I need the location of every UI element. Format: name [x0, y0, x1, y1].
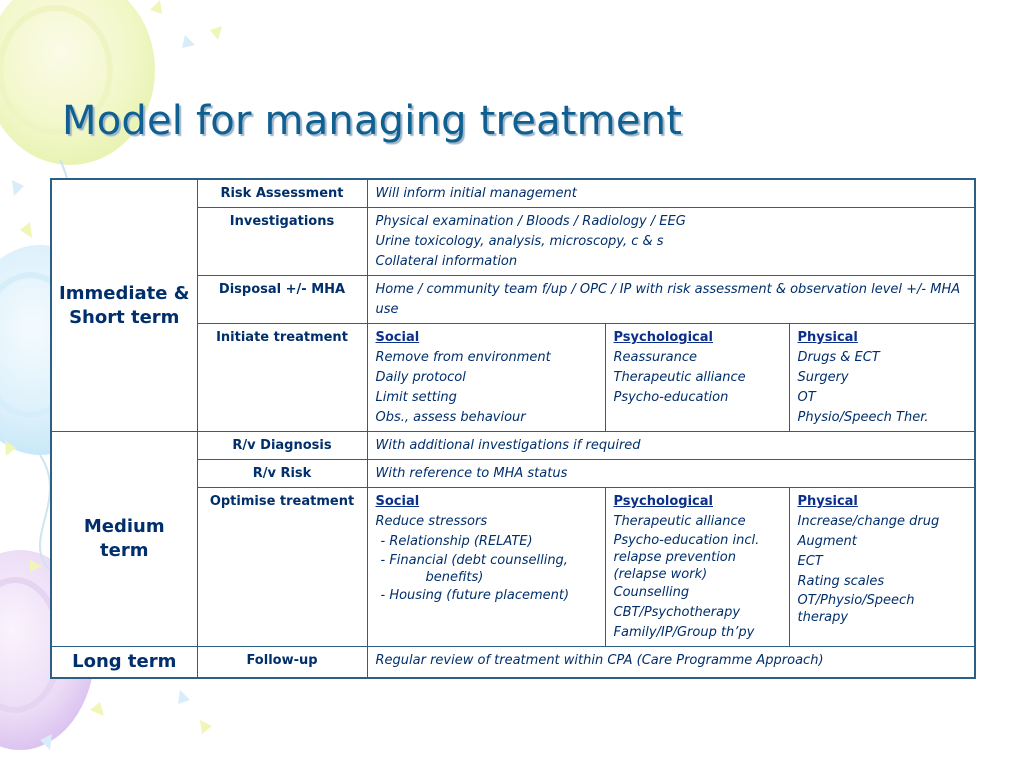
label-disposal: Disposal +/- MHA: [196, 275, 368, 324]
heading-psychological: Psychological: [613, 330, 714, 345]
list-item: Increase/change drug: [797, 514, 940, 529]
label-rv-risk: R/v Risk: [196, 459, 368, 488]
initiate-social-cell: Social Remove from environment Daily pro…: [366, 323, 606, 432]
list-item: Psycho-education incl. relapse preventio…: [613, 533, 760, 582]
list-item: Obs., assess behaviour: [375, 410, 526, 425]
list-item: Augment: [797, 534, 857, 549]
list-item: OT: [797, 390, 816, 405]
label-investigations: Investigations: [196, 207, 368, 276]
list-item: Limit setting: [375, 390, 457, 405]
label-optimise-treatment: Optimise treatment: [196, 487, 368, 647]
list-item: Daily protocol: [375, 370, 466, 385]
list-item: Reassurance: [613, 350, 697, 365]
initiate-psychological-cell: Psychological Reassurance Therapeutic al…: [604, 323, 790, 432]
table-row: R/v Risk With reference to MHA status: [51, 459, 976, 488]
label-rv-diagnosis: R/v Diagnosis: [196, 431, 368, 460]
list-item: Drugs & ECT: [797, 350, 880, 365]
term-medium: Medium term: [50, 431, 198, 647]
list-item: Surgery: [797, 370, 849, 385]
balloon-string: [39, 454, 51, 571]
initiate-physical-cell: Physical Drugs & ECT Surgery OT Physio/S…: [788, 323, 976, 432]
optimise-psychological-cell: Psychological Therapeutic alliance Psych…: [604, 487, 790, 647]
term-immediate-short: Immediate & Short term: [50, 178, 198, 432]
desc-rv-risk: With reference to MHA status: [366, 459, 976, 488]
desc-rv-diagnosis: With additional investigations if requir…: [366, 431, 976, 460]
heading-physical: Physical: [797, 494, 858, 509]
list-item: OT/Physio/Speech therapy: [797, 593, 915, 625]
list-item: Family/IP/Group th’py: [613, 625, 755, 640]
desc-follow-up: Regular review of treatment within CPA (…: [366, 646, 976, 679]
table-row: Optimise treatment Social Reduce stresso…: [51, 487, 976, 647]
heading-psychological: Psychological: [613, 494, 714, 509]
list-item: Physio/Speech Ther.: [797, 410, 929, 425]
desc-risk-assessment: Will inform initial management: [366, 178, 976, 208]
table-row: Investigations Physical examination / Bl…: [51, 207, 976, 276]
page-title: Model for managing treatment: [62, 98, 683, 144]
list-item: Counselling: [613, 585, 690, 600]
list-item: Therapeutic alliance: [613, 370, 746, 385]
list-item: Reduce stressors: [375, 514, 488, 529]
desc-disposal: Home / community team f/up / OPC / IP wi…: [366, 275, 976, 324]
list-item: Psycho-education: [613, 390, 729, 405]
optimise-physical-cell: Physical Increase/change drug Augment EC…: [788, 487, 976, 647]
label-initiate-treatment: Initiate treatment: [196, 323, 368, 432]
table-row: Long term Follow-up Regular review of tr…: [50, 646, 976, 679]
treatment-model-table: Immediate & Short term Risk Assessment W…: [50, 178, 976, 679]
list-item: Urine toxicology, analysis, microscopy, …: [375, 234, 664, 249]
label-follow-up: Follow-up: [196, 646, 368, 679]
list-item: Collateral information: [375, 254, 518, 269]
list-item: ECT: [797, 554, 823, 569]
list-item: - Financial (debt counselling,: [380, 553, 568, 568]
list-item: benefits): [425, 570, 484, 585]
desc-investigations: Physical examination / Bloods / Radiolog…: [366, 207, 976, 276]
list-item: CBT/Psychotherapy: [613, 605, 741, 620]
table-row: Medium term R/v Diagnosis With additiona…: [50, 431, 976, 647]
heading-social: Social: [375, 330, 420, 345]
table-row: Immediate & Short term Risk Assessment W…: [50, 178, 976, 432]
list-item: - Relationship (RELATE): [380, 534, 533, 549]
list-item: Rating scales: [797, 574, 885, 589]
term-long: Long term: [50, 646, 198, 679]
list-item: Therapeutic alliance: [613, 514, 746, 529]
heading-physical: Physical: [797, 330, 858, 345]
list-item: - Housing (future placement): [380, 588, 570, 603]
heading-social: Social: [375, 494, 420, 509]
label-risk-assessment: Risk Assessment: [196, 178, 368, 208]
optimise-social-cell: Social Reduce stressors - Relationship (…: [366, 487, 606, 647]
list-item: Physical examination / Bloods / Radiolog…: [375, 214, 686, 229]
table-row: Initiate treatment Social Remove from en…: [51, 323, 976, 432]
list-item: Remove from environment: [375, 350, 551, 365]
yellow-balloon-top: [0, 0, 155, 165]
